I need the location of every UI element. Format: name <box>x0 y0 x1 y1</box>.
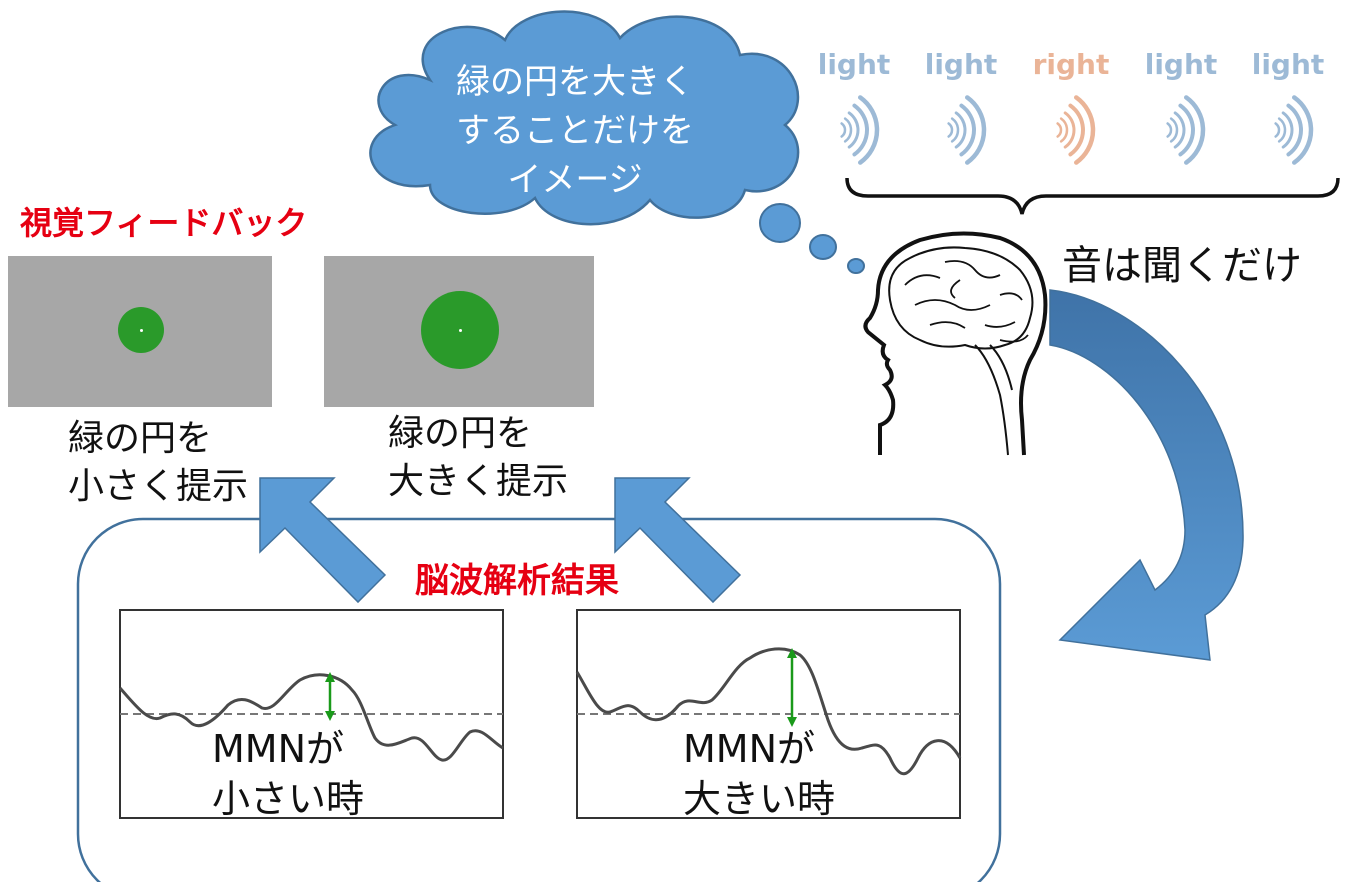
graph-large-label: MMNが 大きい時 <box>683 724 835 824</box>
thought-line-3: イメージ <box>507 160 643 200</box>
sound-wave-icon <box>1274 95 1314 165</box>
feedback-loop-arrow <box>1049 289 1244 661</box>
sound-label-3: right <box>1032 48 1110 81</box>
sound-label-2: light <box>924 48 998 81</box>
caption-large-line-1: 緑の円を <box>388 413 533 454</box>
sound-label-4: light <box>1144 48 1218 81</box>
sound-caption: 音は聞くだけ <box>1062 243 1302 289</box>
caption-small-line-1: 緑の円を <box>68 418 213 459</box>
graph-small-line-2: 小さい時 <box>212 777 365 821</box>
curly-brace <box>845 177 1340 215</box>
caption-large-circle: 緑の円を 大きく提示 <box>388 410 568 506</box>
sound-wave-icon <box>840 95 880 165</box>
sound-wave-icons <box>840 95 1314 165</box>
mmn-arrow-large <box>787 648 797 727</box>
sound-wave-icon <box>1056 95 1096 165</box>
thought-line-2: することだけを <box>456 111 694 151</box>
sound-wave-icon <box>947 95 987 165</box>
caption-small-circle: 緑の円を 小さく提示 <box>68 415 248 511</box>
feedback-panel-small <box>8 256 272 407</box>
head-brain-icon <box>863 231 1048 456</box>
mmn-arrow-small <box>325 672 335 721</box>
feedback-panel-large <box>324 256 594 407</box>
sound-wave-icon <box>1166 95 1206 165</box>
graph-small-line-1: MMNが <box>212 727 344 771</box>
feedback-title: 視覚フィードバック <box>20 204 308 242</box>
sound-label-1: light <box>817 48 891 81</box>
thought-line-1: 緑の円を大きく <box>456 62 694 102</box>
graph-small-label: MMNが 小さい時 <box>212 724 364 824</box>
result-arrows <box>259 477 742 604</box>
caption-small-line-2: 小さく提示 <box>68 466 249 507</box>
thought-cloud <box>369 10 865 274</box>
analysis-title: 脳波解析結果 <box>415 561 619 601</box>
waveform-large <box>575 647 962 776</box>
fixation-dot-small <box>140 329 143 332</box>
sound-label-5: light <box>1251 48 1325 81</box>
caption-large-line-2: 大きく提示 <box>388 461 569 502</box>
graph-large-line-2: 大きい時 <box>683 777 836 821</box>
fixation-dot-large <box>459 329 462 332</box>
thought-text: 緑の円を大きく することだけを イメージ <box>410 58 740 205</box>
graph-large-line-1: MMNが <box>683 727 815 771</box>
